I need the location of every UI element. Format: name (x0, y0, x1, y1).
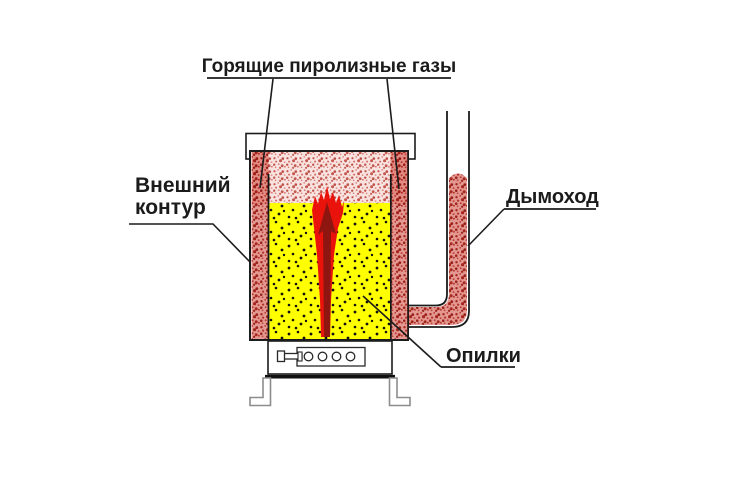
outer-contour-channel-right (390, 152, 408, 339)
leader-outer-contour (129, 223, 251, 263)
air-hole (317, 351, 328, 362)
air-hole (345, 351, 356, 362)
label-sawdust: Опилки (446, 345, 521, 367)
outer-contour-channel-left (251, 152, 269, 339)
pyrolysis-gas-zone (252, 152, 407, 204)
leader-burning-gases-right (386, 78, 400, 190)
label-chimney: Дымоход (506, 186, 599, 208)
damper-slider (276, 350, 303, 363)
air-hole (303, 351, 314, 362)
air-holes (303, 351, 356, 362)
damper-slider-handle (276, 350, 286, 363)
left-leg (249, 377, 272, 407)
label-outer-contour-line2: контур (135, 196, 206, 219)
right-leg (388, 377, 411, 407)
leader-burning-gases-left (259, 78, 274, 189)
air-hole (331, 351, 342, 362)
chimney-smoke (409, 173, 467, 325)
leader-sawdust (362, 295, 442, 368)
chimney-pipe-outer-line (408, 111, 470, 328)
flame-core-arrow (318, 202, 336, 337)
chimney-pipe-inner-line (408, 111, 448, 307)
damper-slider-pin (297, 351, 303, 362)
label-outer-contour-line1: Внешний (135, 174, 231, 197)
label-burning-gases: Горящие пиролизные газы (202, 56, 456, 77)
leader-chimney (467, 208, 505, 247)
